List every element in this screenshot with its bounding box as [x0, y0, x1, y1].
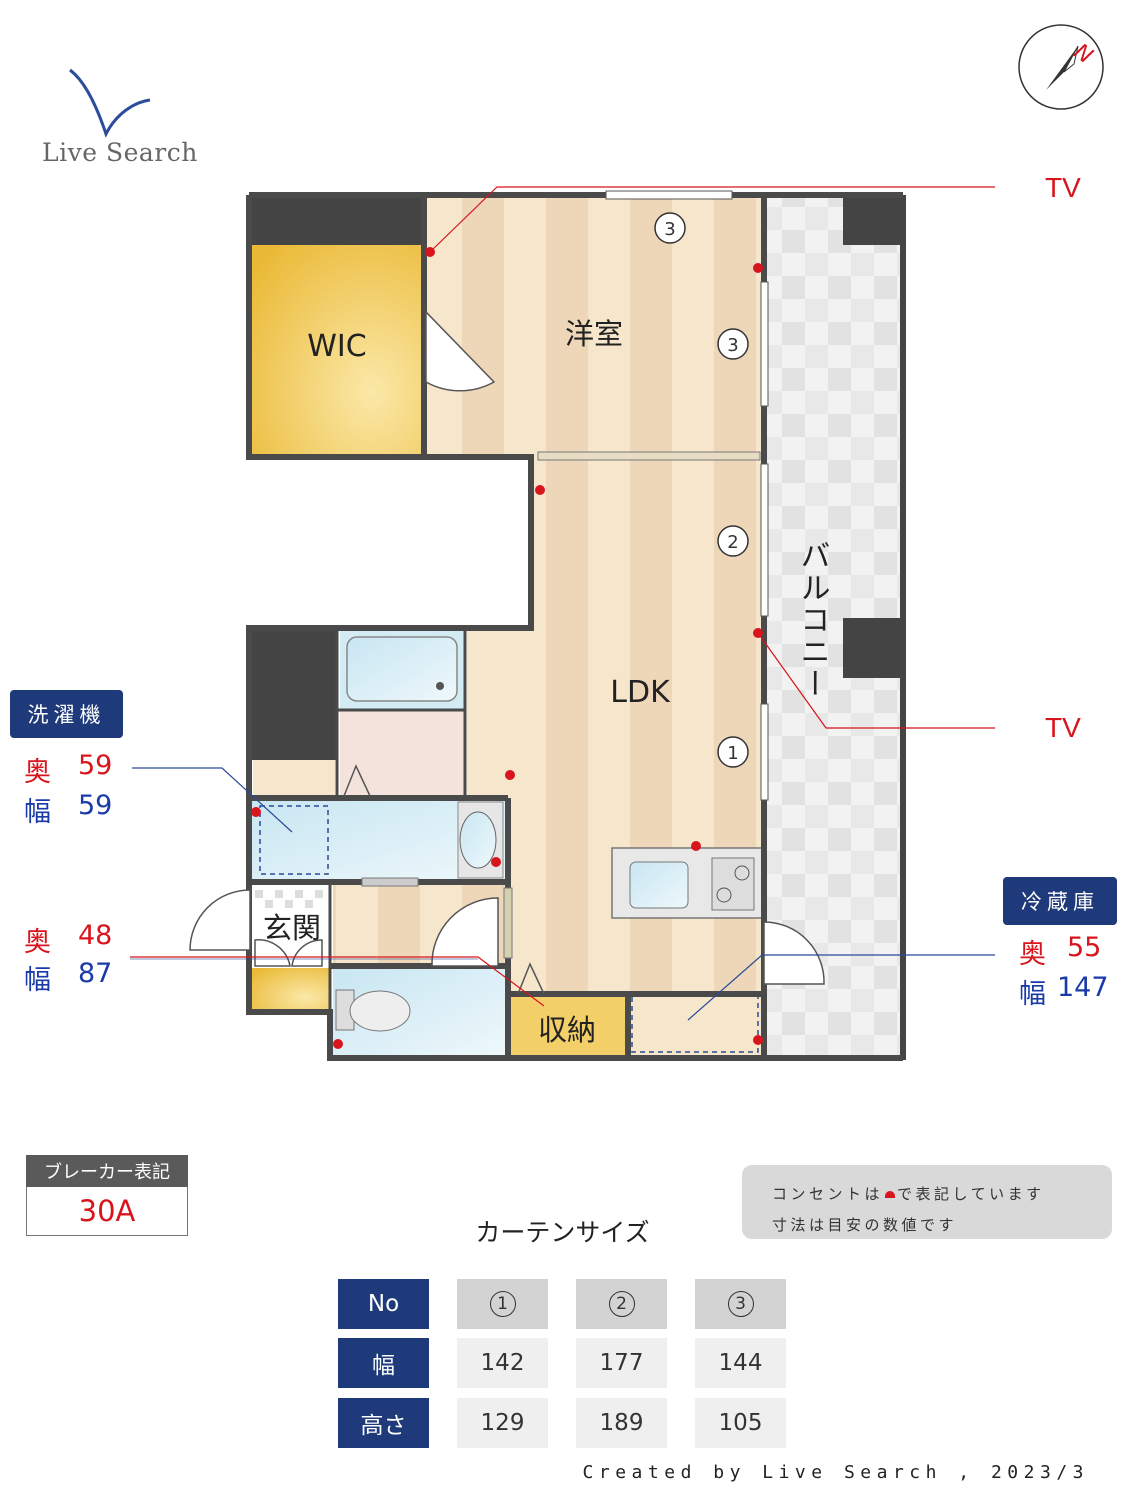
- svg-text:3: 3: [727, 335, 738, 356]
- curtain-width-1: 142: [457, 1338, 548, 1388]
- balcony-label: バルコニー: [795, 540, 830, 700]
- curtain-width-2: 177: [576, 1338, 667, 1388]
- entrance-label: 玄関: [263, 911, 321, 945]
- washer-space: [259, 805, 329, 875]
- window-marker-3b: 3: [717, 328, 749, 360]
- western-room-label: 洋室: [565, 317, 623, 351]
- curtain-height-2: 189: [576, 1398, 667, 1448]
- western-room-floor: [426, 198, 764, 456]
- logo-mark: [69, 68, 151, 138]
- washer-tag: 洗濯機: [10, 690, 123, 738]
- tv-label-mid: TV: [1045, 712, 1081, 743]
- logo-text: Live Search: [42, 138, 198, 167]
- storage-room: [510, 994, 626, 1056]
- wic-room: [251, 245, 423, 455]
- legend-line-1: コンセントはで表記しています: [772, 1185, 1045, 1203]
- curtain-title: カーテンサイズ: [475, 1218, 650, 1247]
- corridor-floor: [467, 628, 507, 796]
- svg-text:1: 1: [727, 743, 738, 764]
- svg-text:3: 3: [664, 219, 675, 240]
- curtain-row-label-no: No: [338, 1279, 429, 1329]
- floor-plan: WIC 洋室 LDK 玄関 収納 バルコニー 3 3 2 1: [130, 186, 995, 1061]
- storage-label: 収納: [538, 1013, 596, 1047]
- curtain-height-3: 105: [695, 1398, 786, 1448]
- legend-line-2: 寸法は目安の数値です: [772, 1216, 958, 1234]
- credit-line: Created by Live Search , 2023/3: [582, 1462, 1089, 1483]
- ldk-label: LDK: [610, 675, 671, 710]
- svg-text:2: 2: [727, 532, 738, 553]
- curtain-no-3: 3: [695, 1279, 786, 1329]
- window-marker-2: 2: [717, 525, 749, 557]
- fridge-tag: 冷蔵庫: [1003, 877, 1117, 925]
- fridge-space: [630, 994, 762, 1056]
- window-marker-3a: 3: [654, 212, 686, 244]
- dressing-room: [340, 710, 465, 798]
- window-marker-1: 1: [717, 736, 749, 768]
- balcony-pillar-top: [843, 195, 903, 245]
- curtain-no-2: 2: [576, 1279, 667, 1329]
- curtain-height-1: 129: [457, 1398, 548, 1448]
- curtain-no-1: 1: [457, 1279, 548, 1329]
- curtain-row-label-height: 高さ: [338, 1398, 429, 1448]
- tv-label-top: TV: [1045, 172, 1081, 203]
- breaker-value: 30A: [26, 1187, 188, 1236]
- curtain-row-label-width: 幅: [338, 1338, 429, 1388]
- outlet-legend-icon: [885, 1191, 896, 1198]
- compass-icon: N: [1018, 24, 1104, 110]
- wic-label: WIC: [307, 329, 366, 364]
- outlet-markers: [251, 247, 763, 1049]
- legend-note: コンセントはで表記しています 寸法は目安の数値です: [742, 1165, 1112, 1239]
- curtain-width-3: 144: [695, 1338, 786, 1388]
- breaker-label: ブレーカー表記: [26, 1155, 188, 1187]
- balcony-pillar-mid: [843, 618, 903, 678]
